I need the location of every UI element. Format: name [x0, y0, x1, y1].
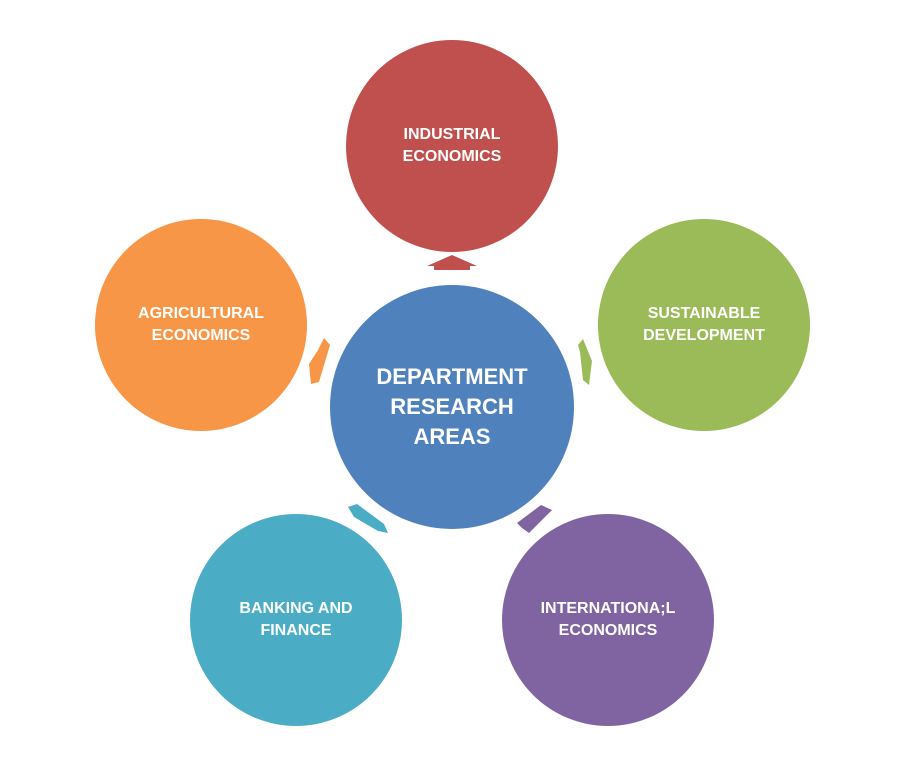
arrow-to-international: [517, 505, 552, 533]
node-sustainable-development: SUSTAINABLE DEVELOPMENT: [598, 219, 810, 431]
arrow-to-industrial: [427, 255, 477, 270]
node-banking-and-finance: BANKING AND FINANCE: [190, 514, 402, 726]
node-industrial-label: INDUSTRIAL ECONOMICS: [402, 126, 502, 165]
arrow-to-agricultural: [309, 338, 330, 384]
arrow-to-sustainable: [578, 339, 592, 385]
center-node-label: DEPARTMENT RESEARCH AREAS: [376, 364, 528, 449]
node-banking-label: BANKING AND FINANCE: [239, 600, 353, 639]
node-sustainable-label: SUSTAINABLE DEVELOPMENT: [643, 305, 765, 344]
node-international-economics: INTERNATIONA;L ECONOMICS: [502, 514, 714, 726]
node-agricultural-label: AGRICULTURAL ECONOMICS: [138, 305, 264, 344]
node-industrial-economics: INDUSTRIAL ECONOMICS: [346, 40, 558, 252]
center-node-department-research-areas: DEPARTMENT RESEARCH AREAS: [328, 283, 576, 531]
node-international-label: INTERNATIONA;L ECONOMICS: [540, 600, 676, 639]
node-agricultural-economics: AGRICULTURAL ECONOMICS: [95, 219, 307, 431]
